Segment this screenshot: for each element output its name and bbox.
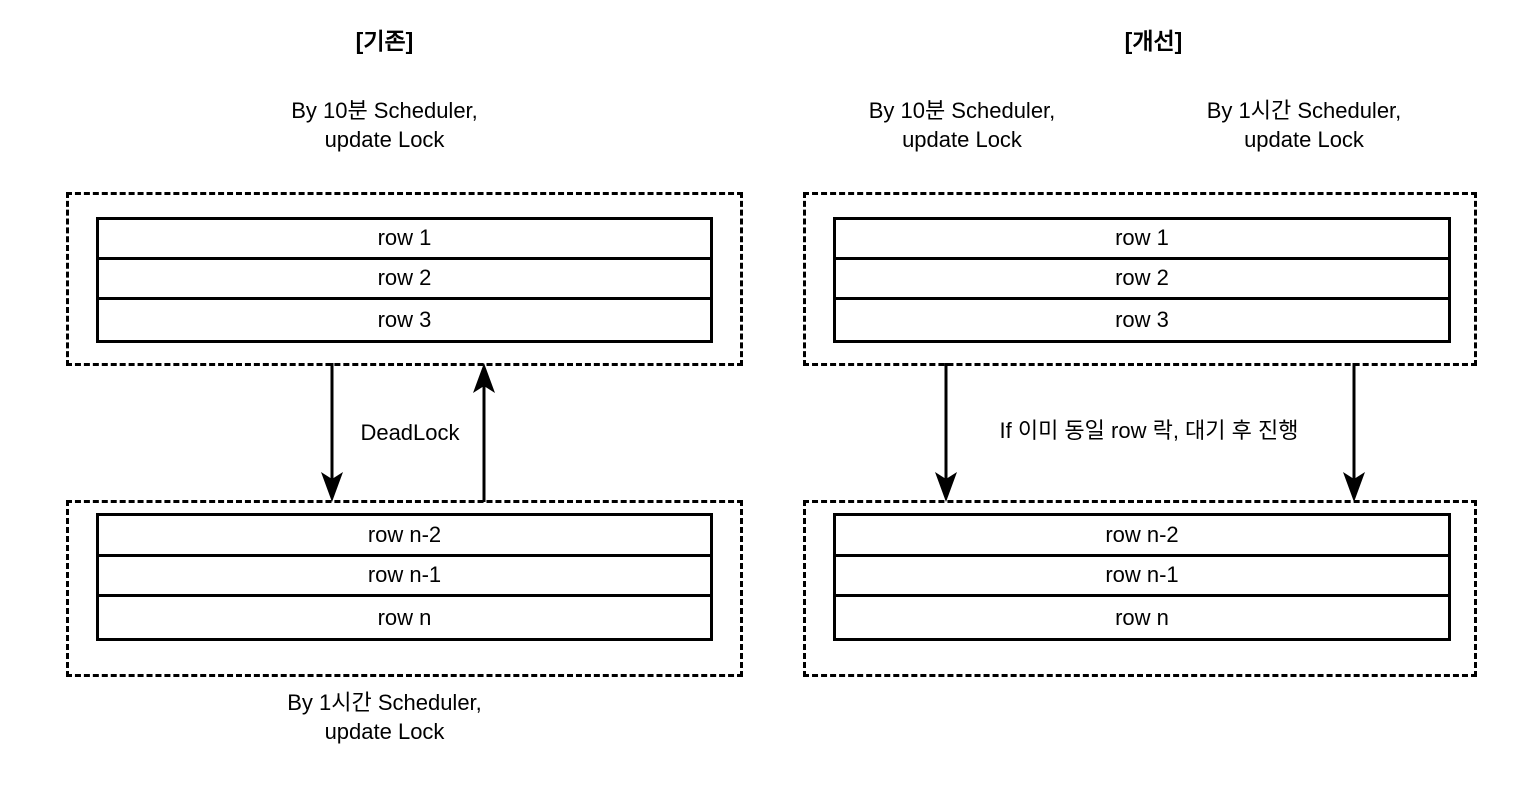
right-arrow-caption: If 이미 동일 row 락, 대기 후 진행	[999, 418, 1299, 443]
panel-existing: [기존] By 10분 Scheduler, update Lock row 1…	[66, 28, 743, 745]
left-bottom-row-table: row n-2 row n-1 row n	[96, 513, 713, 641]
panel-title-improved: [개선]	[1124, 28, 1183, 54]
table-row: row n	[377, 604, 432, 630]
right-wait-arrows	[935, 363, 1365, 502]
left-bottom-group-box: row n-2 row n-1 row n	[66, 500, 743, 677]
left-top-scheduler-label: By 10분 Scheduler, update Lock	[291, 98, 478, 153]
panel-improved: [개선] By 10분 Scheduler, update Lock By 1시…	[769, 0, 1538, 810]
right-scheduler-label-1hour: By 1시간 Scheduler, update Lock	[1206, 98, 1402, 153]
left-arrow-caption: DeadLock	[360, 420, 460, 445]
table-row: row 1	[99, 220, 710, 260]
table-row: row n-1	[99, 557, 710, 598]
right-bottom-row-table: row n-2 row n-1 row n	[833, 513, 1451, 641]
right-bottom-group-box: row n-2 row n-1 row n	[803, 500, 1477, 677]
table-row: row n	[1115, 604, 1169, 630]
table-row: row 2	[836, 260, 1448, 300]
table-row: row 1	[836, 220, 1448, 260]
left-bottom-scheduler-label: By 1시간 Scheduler, update Lock	[287, 690, 482, 745]
table-row: row n-2	[836, 516, 1448, 557]
right-scheduler-label-10min: By 10분 Scheduler, update Lock	[868, 98, 1056, 153]
table-row: row 3	[1115, 306, 1169, 332]
table-row: row 3	[377, 306, 432, 332]
table-row: row n-1	[836, 557, 1448, 598]
up-arrow	[473, 363, 495, 502]
table-row: row n-2	[99, 516, 710, 557]
right-top-row-table: row 1 row 2 row 3	[833, 217, 1451, 343]
right-top-group-box: row 1 row 2 row 3	[803, 192, 1477, 366]
down-arrow	[321, 363, 343, 502]
down-arrow-right	[1343, 363, 1365, 502]
left-top-row-table: row 1 row 2 row 3	[96, 217, 713, 343]
down-arrow-left	[935, 363, 957, 502]
left-deadlock-arrows	[321, 363, 495, 502]
panel-title-existing: [기존]	[355, 28, 414, 54]
left-top-group-box: row 1 row 2 row 3	[66, 192, 743, 366]
table-row: row 2	[99, 260, 710, 300]
